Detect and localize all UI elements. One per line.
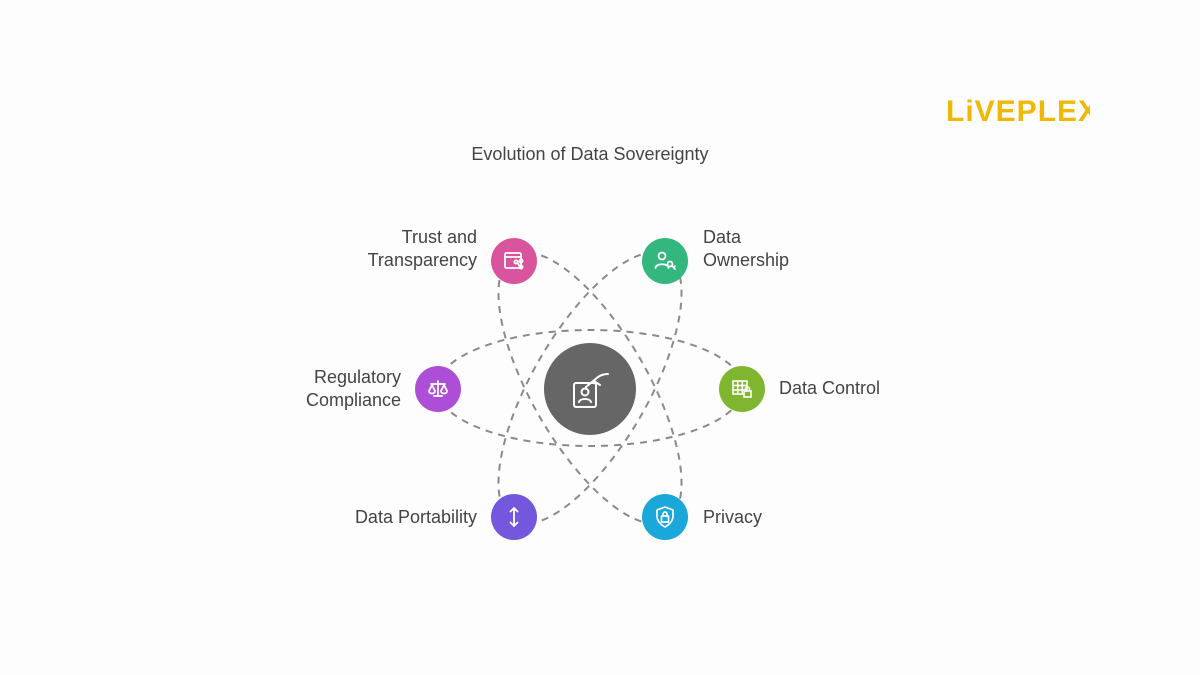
privacy-label: Privacy [703,507,763,527]
privacy-node [642,494,688,540]
scales-icon [428,380,448,397]
data-portability-label: Data Portability [354,507,477,527]
trust-transparency-node [491,238,537,284]
center-hub [544,343,636,435]
user-key-icon [654,251,676,270]
regulatory-compliance-node [415,366,461,412]
data-ownership-node [642,238,688,284]
up-down-arrow-icon [509,507,519,527]
data-control-node [719,366,765,412]
shield-lock-icon [656,506,674,528]
data-portability-node [491,494,537,540]
hand-badge-icon [573,373,609,408]
liveplex-logo: LiVEPLEX [946,95,1090,128]
browser-share-icon [504,252,524,270]
data-control-label: Data Control [779,378,881,398]
table-lock-icon [732,380,752,398]
logo-text: LiVEPLEX [946,95,1090,128]
page-title: Evolution of Data Sovereignty [471,144,709,164]
